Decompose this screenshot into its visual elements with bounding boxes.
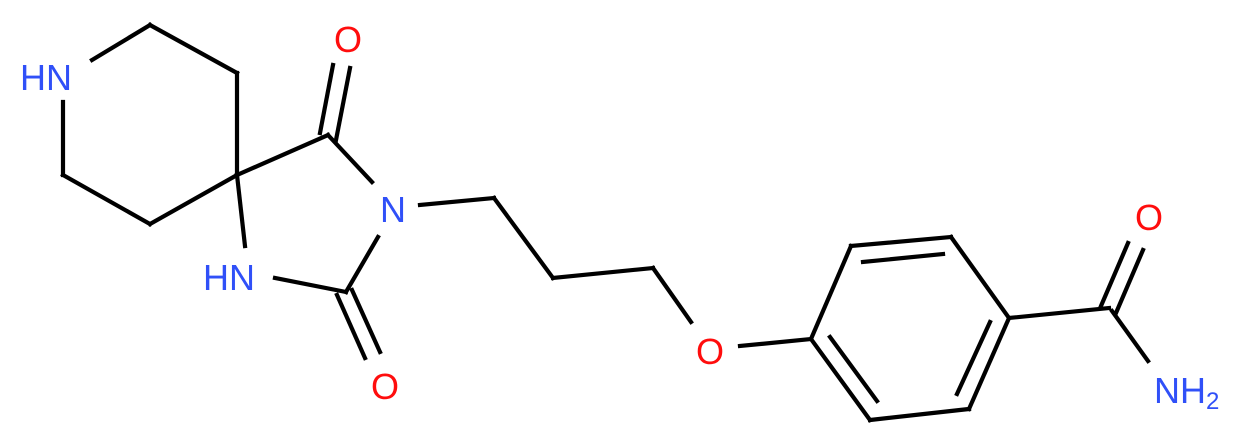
ether-o-label: O [696, 331, 724, 372]
amide-nh-text: NH [1154, 370, 1206, 411]
imide-o-bottom-label: O [371, 366, 399, 407]
piperidine-ring [60, 22, 240, 227]
piperidine-nh-label: HN [20, 57, 72, 98]
hydantoin-ring [234, 62, 383, 361]
imide-n-label: N [380, 189, 406, 230]
propyl-linker [417, 195, 814, 349]
amide-subscript-2: 2 [1206, 388, 1219, 415]
amide-o-label: O [1135, 197, 1163, 238]
benzene-ring [808, 234, 1012, 423]
hydantoin-nh-label: HN [203, 257, 255, 298]
amide-nh2-label: NH2 [1154, 370, 1219, 415]
carboxamide-group [1006, 240, 1151, 364]
imide-o-top-label: O [334, 19, 362, 60]
